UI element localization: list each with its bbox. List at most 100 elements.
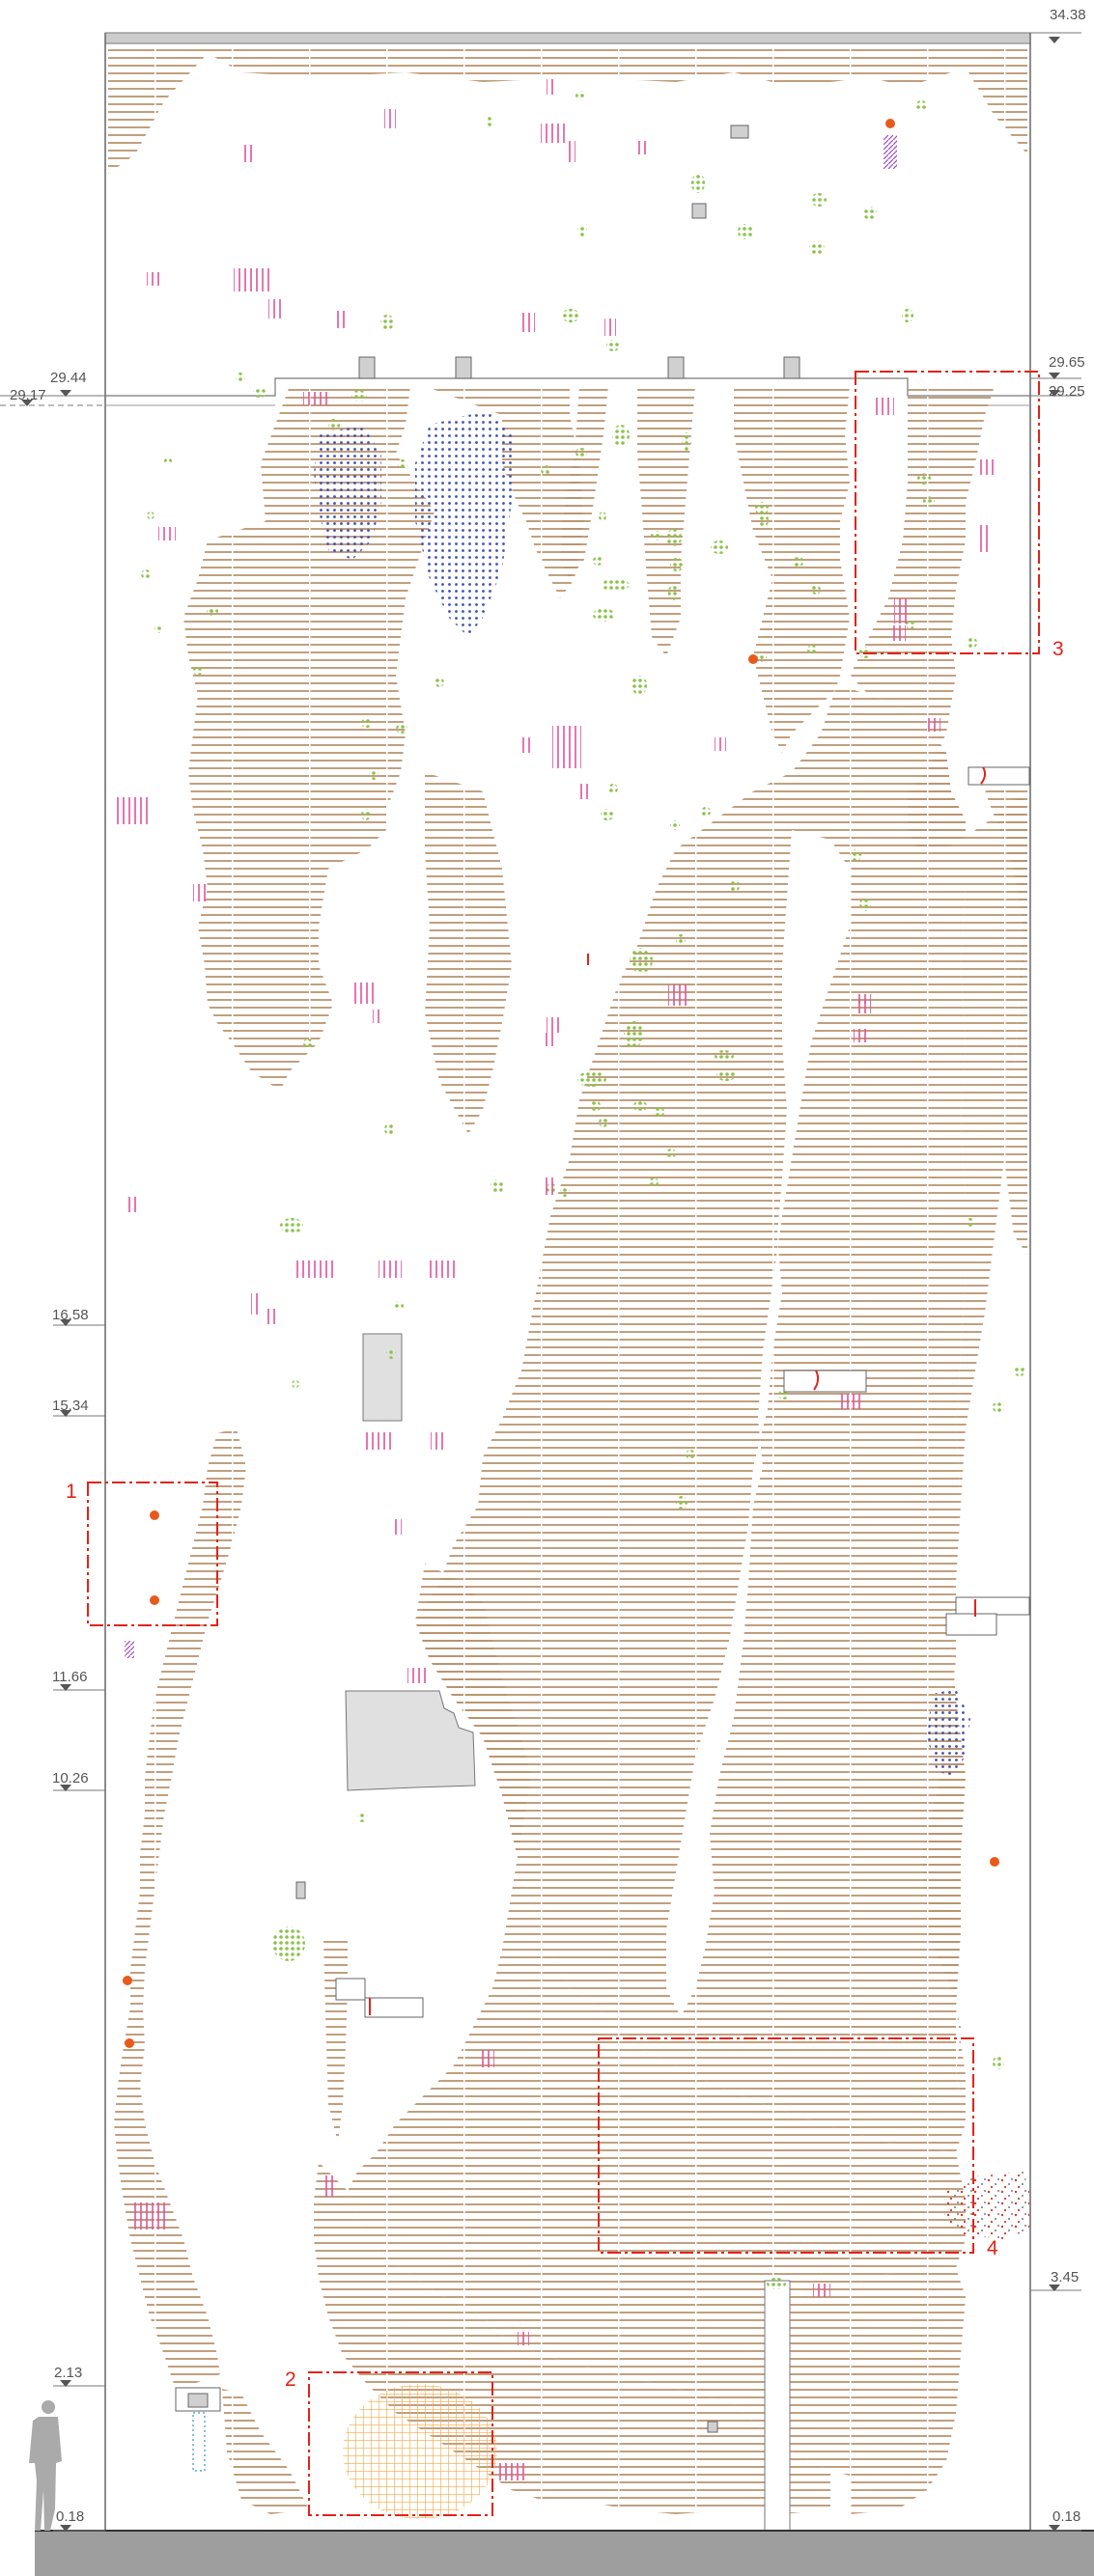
- level-label-roof-right-upper: 29.65: [1049, 354, 1085, 371]
- graffiti-mark: [890, 625, 906, 641]
- moss-patch: [577, 225, 587, 236]
- moss-patch: [863, 207, 877, 220]
- moss-patch: [902, 309, 913, 322]
- plaster-top-band: [108, 48, 1027, 174]
- moss-patch: [811, 193, 827, 207]
- graffiti-mark: [547, 79, 556, 95]
- graffiti-mark: [547, 1017, 562, 1033]
- moss-patch: [147, 512, 154, 519]
- level-label-15: 15.34: [52, 1398, 89, 1414]
- mesh-repair-area: [343, 2384, 497, 2519]
- moss-patch: [164, 457, 172, 465]
- moss-patch: [193, 666, 203, 676]
- detail-frame-3: [855, 371, 1040, 654]
- moss-patch: [767, 2278, 786, 2289]
- moss-patch: [593, 608, 614, 622]
- graffiti-mark: [813, 2284, 830, 2297]
- level-label-10: 10.26: [52, 1770, 89, 1787]
- graffiti-mark: [427, 1260, 456, 1278]
- moss-patch: [606, 340, 620, 351]
- purple-marks: [125, 135, 897, 1658]
- moss-patch: [601, 809, 614, 820]
- moss-patch: [624, 1021, 643, 1048]
- graffiti-mark: [481, 2050, 494, 2067]
- moss-patch: [686, 1450, 695, 1459]
- moss-patch: [923, 496, 935, 506]
- level-label-top-right: 34.38: [1050, 7, 1086, 23]
- plaster-hatch-regions: [108, 48, 1027, 2514]
- moss-patch: [236, 373, 245, 382]
- moss-patch: [384, 1123, 394, 1135]
- graffiti-mark: [431, 1432, 444, 1450]
- moss-patch: [398, 459, 407, 469]
- crack-marks: [369, 766, 987, 2015]
- moss-patch: [435, 678, 444, 687]
- moss-patch: [207, 608, 214, 616]
- detail-frame-4: [598, 2037, 974, 2254]
- moss-patch: [755, 502, 769, 515]
- moss-patch: [649, 1177, 659, 1187]
- moss-patch: [915, 100, 927, 112]
- level-label-2: 2.13: [54, 2365, 82, 2381]
- moss-patch: [711, 540, 728, 554]
- red-dots: [123, 119, 999, 2048]
- detail-frame-2: [308, 2371, 493, 2516]
- moss-patch: [993, 1401, 1004, 1413]
- graffiti-mark: [295, 1260, 334, 1278]
- moss-patch: [701, 807, 711, 817]
- plaster-lower-main: [348, 1564, 966, 2476]
- level-label-roof-left-lower: 29.17: [10, 387, 46, 403]
- graffiti-mark: [545, 1177, 554, 1195]
- plaster-center-upper: [425, 386, 584, 598]
- moss-patch: [715, 1050, 734, 1062]
- level-label-11: 11.66: [52, 1669, 87, 1685]
- moss-patch: [560, 1187, 570, 1197]
- moss-patches: [141, 91, 1025, 2289]
- graffiti-mark: [927, 718, 940, 732]
- graffiti-mark: [127, 1197, 137, 1212]
- moss-patch: [811, 585, 821, 595]
- moss-patch: [608, 784, 618, 793]
- detail-frames: [87, 371, 1040, 2516]
- detail-frame-1: [87, 1482, 218, 1626]
- graffiti-mark: [521, 313, 535, 332]
- moss-patch: [280, 1218, 303, 1233]
- level-label-roof-left-upper: 29.44: [50, 370, 87, 386]
- graffiti-mark: [894, 598, 910, 623]
- graffiti-mark: [838, 1394, 863, 1409]
- moss-patch: [303, 1039, 313, 1048]
- plaster-central-main: [415, 386, 966, 2152]
- graffiti-mark: [498, 2463, 525, 2480]
- moss-patch: [562, 309, 579, 322]
- moss-patch: [670, 820, 680, 830]
- moss-patch: [599, 1118, 608, 1127]
- moss-patch: [272, 1926, 305, 1961]
- moss-patch: [361, 718, 373, 728]
- moss-patch: [757, 652, 767, 662]
- moss-patch: [351, 390, 367, 402]
- moss-patch: [792, 556, 803, 568]
- graffiti-mark: [241, 145, 253, 162]
- moss-patch: [154, 625, 162, 633]
- moss-patch: [691, 174, 705, 193]
- graffiti-mark: [334, 311, 348, 328]
- graffiti-mark: [854, 1029, 867, 1042]
- moss-patch: [807, 645, 817, 654]
- moss-patch: [682, 432, 691, 452]
- level-label-ground-right: 0.18: [1052, 2508, 1080, 2525]
- plaster-bottom-right: [850, 2268, 966, 2514]
- moss-patch: [575, 448, 587, 457]
- moss-patch: [859, 898, 871, 911]
- speckle-area: [944, 2172, 1029, 2239]
- moss-patch: [292, 1380, 299, 1388]
- graffiti-mark: [303, 392, 330, 405]
- moss-patch: [386, 1349, 396, 1359]
- moss-patch: [716, 1069, 736, 1081]
- ground: [35, 2530, 1094, 2576]
- moss-patch: [328, 419, 340, 430]
- biological-colonization: [314, 410, 970, 1776]
- moss-patch: [631, 676, 647, 695]
- graffiti-mark: [147, 272, 162, 286]
- level-triangle-icon: [21, 37, 1060, 2532]
